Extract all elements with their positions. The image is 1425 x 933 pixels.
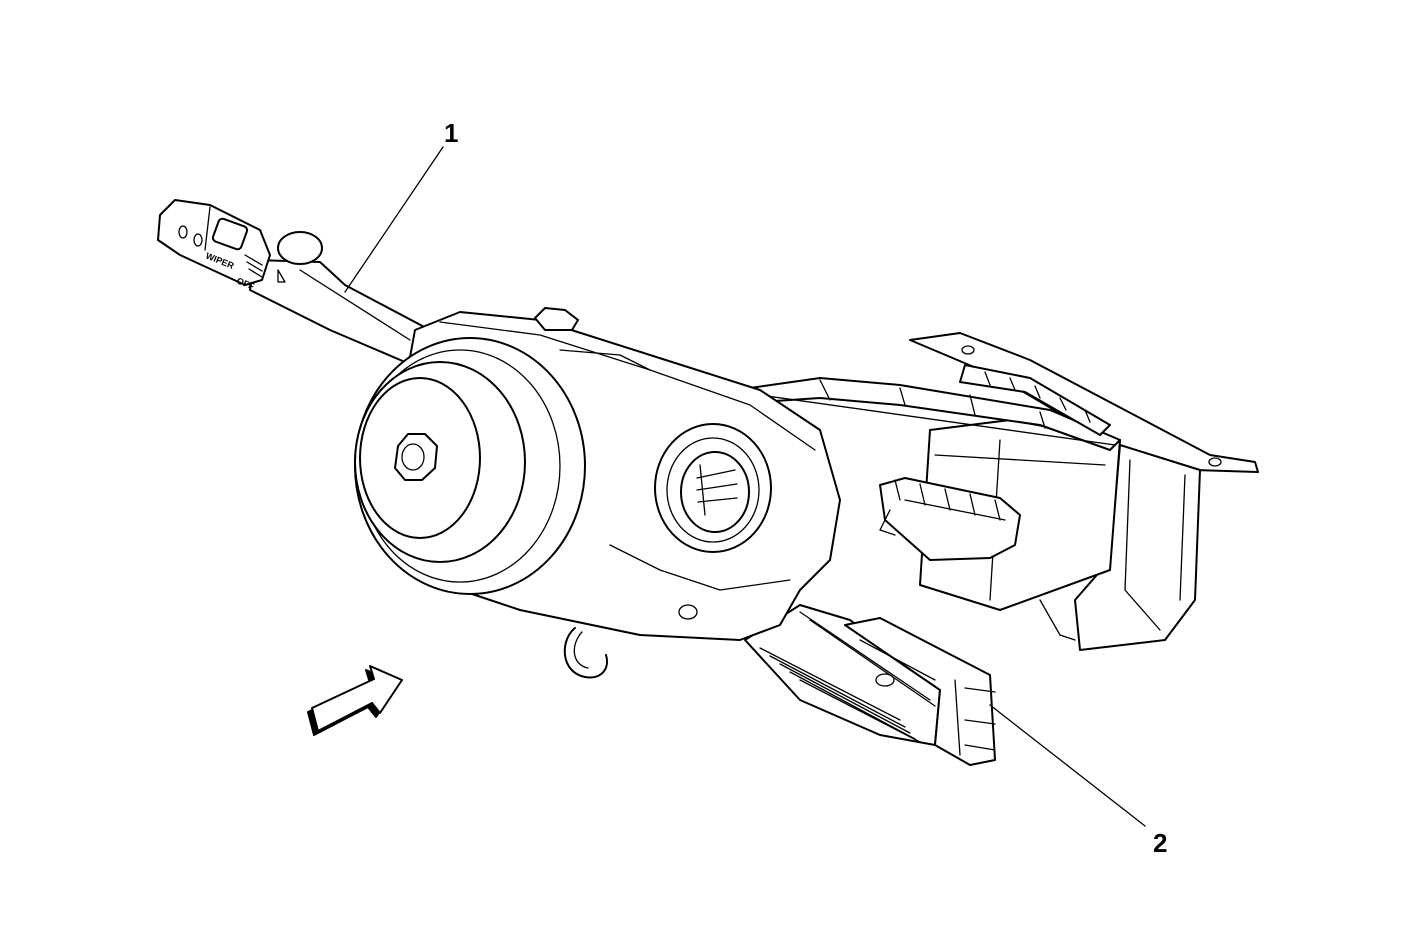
- key-cylinder: [654, 423, 772, 553]
- column-upper-rails: [749, 364, 1121, 451]
- callout-1-number: 1: [444, 118, 459, 148]
- column-connector: [879, 477, 1021, 561]
- ribbon-cable-and-connector: [744, 604, 996, 766]
- callout-1-leader: [344, 146, 444, 293]
- lower-hook: [563, 627, 608, 679]
- callout-2-number: 2: [1153, 828, 1168, 858]
- view-direction-arrow: [307, 665, 403, 736]
- shaft-end-hub: [354, 337, 586, 595]
- multifunction-switch-lever: WIPER OFF: [157, 199, 431, 363]
- callout-2-leader: [989, 704, 1146, 827]
